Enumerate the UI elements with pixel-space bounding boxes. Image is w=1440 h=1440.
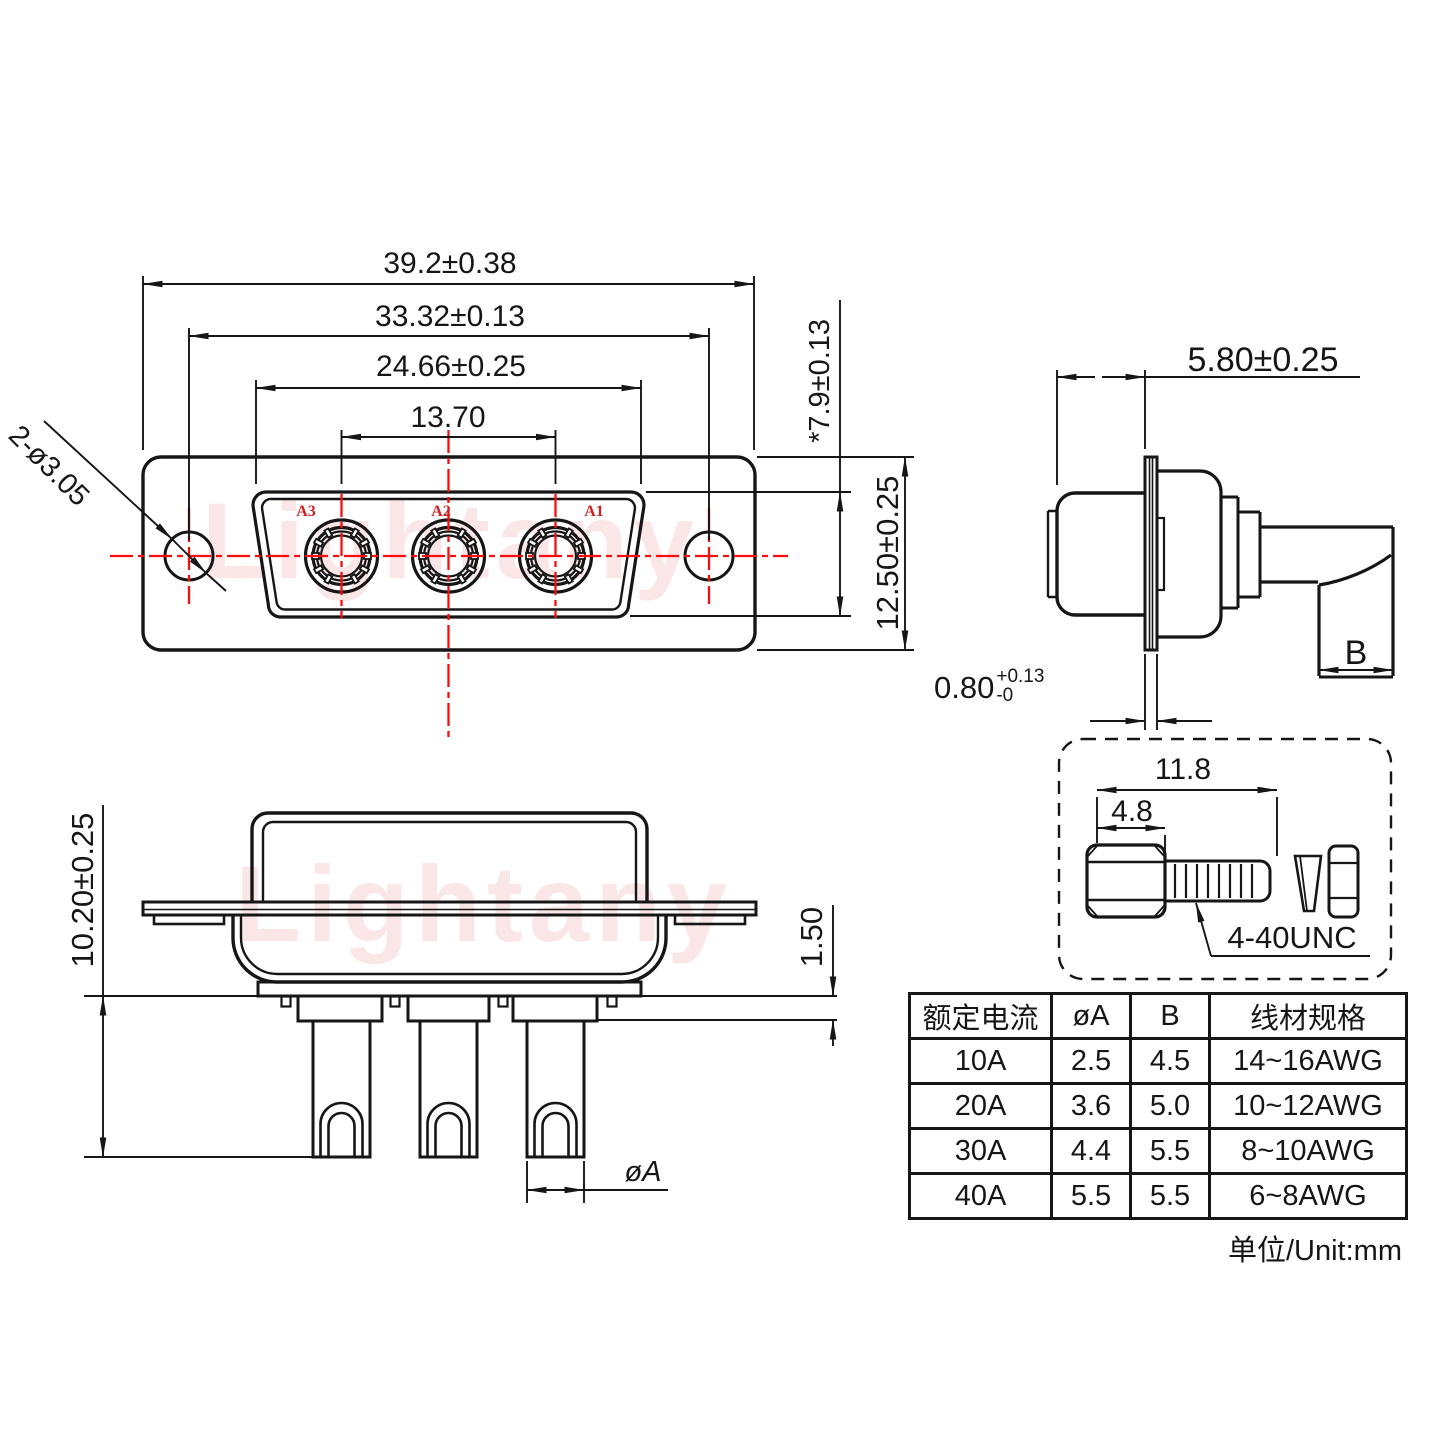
cell: 5.5 bbox=[1050, 1172, 1132, 1220]
dim-mounting-pitch: 33.32±0.13 bbox=[375, 300, 525, 333]
thread-spec-label: 4-40UNC bbox=[1227, 920, 1357, 955]
table-row: 20A 3.6 5.0 10~12AWG bbox=[908, 1082, 1408, 1130]
screw-detail bbox=[1057, 737, 1393, 981]
dim-screw-total-length: 11.8 bbox=[1154, 753, 1212, 786]
table-row: 30A 4.4 5.5 8~10AWG bbox=[908, 1127, 1408, 1175]
bottom-dimensions bbox=[84, 805, 837, 1203]
cell: 10A bbox=[908, 1037, 1053, 1085]
cell: 4.5 bbox=[1129, 1037, 1211, 1085]
cell: 5.5 bbox=[1129, 1127, 1211, 1175]
table-row: 40A 5.5 5.5 6~8AWG bbox=[908, 1172, 1408, 1220]
unit-note: 单位/Unit:mm bbox=[1227, 1235, 1402, 1267]
cell: 5.5 bbox=[1129, 1172, 1211, 1220]
cell: 10~12AWG bbox=[1208, 1082, 1408, 1130]
cell: 8~10AWG bbox=[1208, 1127, 1408, 1175]
dim-screw-head-length: 4.8 bbox=[1111, 795, 1153, 828]
cell: 2.5 bbox=[1050, 1037, 1132, 1085]
dim-tail-width: B bbox=[1344, 634, 1368, 672]
contact-label-a3: A3 bbox=[296, 503, 316, 520]
cell: 40A bbox=[908, 1172, 1053, 1220]
bottom-view bbox=[84, 805, 837, 1203]
contact-label-a2: A2 bbox=[431, 503, 451, 520]
dim-insert-height: *7.9±0.13 bbox=[804, 318, 837, 443]
dim-flange-height: 12.50±0.25 bbox=[869, 475, 905, 631]
cell: 6~8AWG bbox=[1208, 1172, 1408, 1220]
header-dia-a: øA bbox=[1050, 992, 1132, 1040]
table-row: 10A 2.5 4.5 14~16AWG bbox=[908, 1037, 1408, 1085]
dim-standoff: 1.50 bbox=[793, 906, 829, 968]
dim-insert-width: 24.66±0.25 bbox=[376, 350, 526, 383]
side-view bbox=[1046, 370, 1395, 730]
cell: 14~16AWG bbox=[1208, 1037, 1408, 1085]
header-rated-current: 额定电流 bbox=[908, 992, 1053, 1040]
cell: 30A bbox=[908, 1127, 1053, 1175]
dim-flange-thickness-value: 0.80 bbox=[934, 670, 995, 705]
detail-border bbox=[1057, 737, 1393, 981]
cell: 3.6 bbox=[1050, 1082, 1132, 1130]
header-wire-spec: 线材规格 bbox=[1208, 992, 1408, 1040]
dim-flange-thickness-plus: +0.13 bbox=[996, 666, 1045, 687]
contact-label-a1: A1 bbox=[584, 503, 604, 520]
spec-table: 额定电流 øA B 线材规格 10A 2.5 4.5 14~16AWG 20A … bbox=[908, 992, 1408, 1220]
dim-flange-thickness-minus: -0 bbox=[996, 685, 1014, 706]
dim-view-height: 10.20±0.25 bbox=[64, 812, 100, 968]
front-dimensions bbox=[43, 276, 914, 651]
cell: 5.0 bbox=[1129, 1082, 1211, 1130]
side-dimensions bbox=[1056, 370, 1394, 730]
dim-flange-thickness: 0.80 +0.13 -0 bbox=[934, 666, 1045, 706]
cell: 4.4 bbox=[1050, 1127, 1132, 1175]
dim-barrel-diameter: øA bbox=[624, 1156, 662, 1188]
spec-table-header-row: 额定电流 øA B 线材规格 bbox=[908, 992, 1408, 1040]
dim-overall-width: 39.2±0.38 bbox=[383, 247, 517, 280]
cell: 20A bbox=[908, 1082, 1053, 1130]
dim-contact-pitch: 13.70 bbox=[410, 401, 486, 434]
screw-dimensions bbox=[1096, 786, 1370, 957]
dim-depth: 5.80±0.25 bbox=[1187, 341, 1339, 379]
front-view bbox=[43, 276, 914, 738]
header-b: B bbox=[1129, 992, 1211, 1040]
